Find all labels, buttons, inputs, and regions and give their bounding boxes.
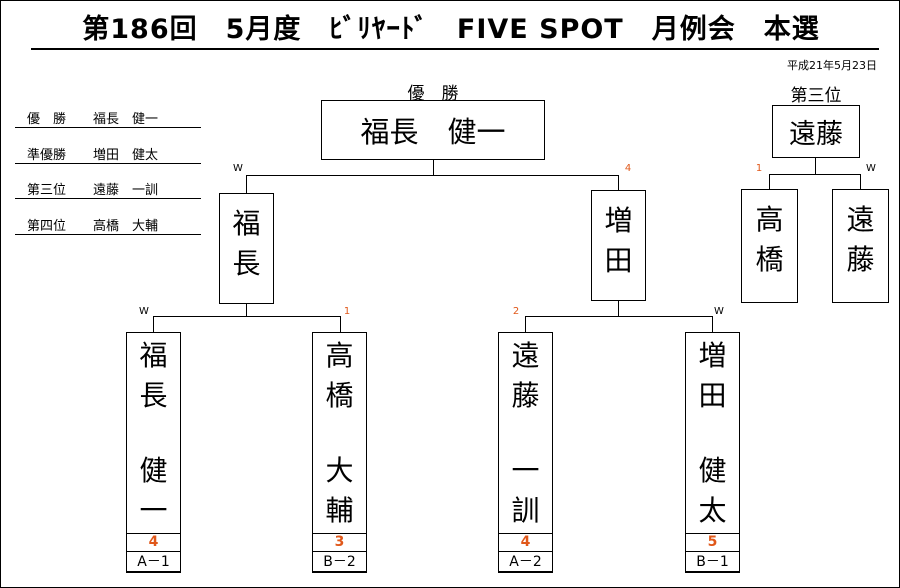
third-right-box: 遠 藤 [832,189,889,303]
third-place-label: 第三位 [790,86,842,106]
result-rank: 第三位 [27,183,67,198]
name-char: 健 [139,454,168,487]
player-score: 3 [312,533,367,552]
name-char: 遠 [846,203,875,236]
bracket-line [860,174,861,189]
name-char: 長 [139,379,168,412]
third-left-marker: 1 [755,163,763,174]
bracket-line [153,316,341,317]
bracket-line [769,174,770,189]
player-group: B－1 [685,552,740,573]
semi-marker: W [139,306,149,317]
name-char: 太 [698,494,727,527]
name-char: 橋 [755,243,784,276]
bracket-line [712,316,713,332]
result-row-3rd: 第三位 遠藤 一訓 [15,176,201,199]
champion-label: 優 勝 [407,84,459,104]
player-score: 4 [498,533,553,552]
champion-box: 福長 健一 [321,100,545,160]
result-row-2nd: 準優勝 増田 健太 [15,141,201,164]
bracket-line [769,174,861,175]
semi-marker: 2 [512,306,520,317]
name-char: 福 [232,207,261,240]
result-name: 福長 健一 [93,112,159,127]
name-char: 増 [698,339,727,372]
player-score: 4 [126,533,181,552]
result-row-4th: 第四位 高橋 大輔 [15,212,201,235]
name-char: 訓 [511,494,540,527]
name-char: 健 [698,454,727,487]
name-char: 遠 [511,339,540,372]
player-group: A－2 [498,552,553,573]
name-char: 福 [139,339,168,372]
name-char: 藤 [846,243,875,276]
player-card: 遠 藤 一 訓 4 A－2 [498,332,553,573]
result-rank: 第四位 [27,219,67,234]
name-char: 橋 [325,379,354,412]
player-card: 増 田 健 太 5 B－1 [685,332,740,573]
player-card: 福 長 健 一 4 A－1 [126,332,181,573]
name-char: 田 [698,379,727,412]
page-title: 第186回 5月度 ﾋﾞﾘﾔｰﾄﾞ FIVE SPOT 月例会 本選 [82,14,820,45]
third-place-box: 遠藤 [772,105,860,158]
title-rule [31,48,879,50]
final-left-marker: W [233,163,243,174]
bracket-line [246,304,247,316]
name-char: 大 [325,454,354,487]
name-char: 一 [139,494,168,527]
result-rank: 優 勝 [27,112,67,127]
third-left-box: 高 橋 [741,189,798,303]
player-group: A－1 [126,552,181,573]
name-char: 輔 [325,494,354,527]
bracket-line [525,316,526,332]
bracket-line [340,316,341,332]
bracket-line [525,316,713,317]
final-left-box: 福 長 [219,193,274,304]
name-char: 藤 [511,379,540,412]
name-char: 長 [232,247,261,280]
final-right-marker: 4 [624,163,632,174]
semi-marker: W [714,306,724,317]
bracket-line [246,175,247,193]
final-right-box: 増 田 [591,190,646,301]
bracket-line [153,316,154,332]
name-char: 高 [755,203,784,236]
result-rank: 準優勝 [27,148,67,163]
result-row-1st: 優 勝 福長 健一 [15,105,201,128]
bracket-line [246,175,619,176]
event-date: 平成21年5月23日 [787,59,877,72]
result-name: 高橋 大輔 [93,219,159,234]
semi-marker: 1 [343,306,351,317]
player-group: B－2 [312,552,367,573]
name-char: 高 [325,339,354,372]
player-card: 高 橋 大 輔 3 B－2 [312,332,367,573]
name-char: 一 [511,454,540,487]
result-name: 遠藤 一訓 [93,183,159,198]
player-score: 5 [685,533,740,552]
bracket-line [618,175,619,190]
bracket-line [618,301,619,316]
name-char: 田 [604,244,633,277]
name-char: 増 [604,204,633,237]
bracket-line [433,160,434,175]
third-right-marker: W [866,163,876,174]
bracket-line [815,158,816,174]
result-name: 増田 健太 [93,148,159,163]
